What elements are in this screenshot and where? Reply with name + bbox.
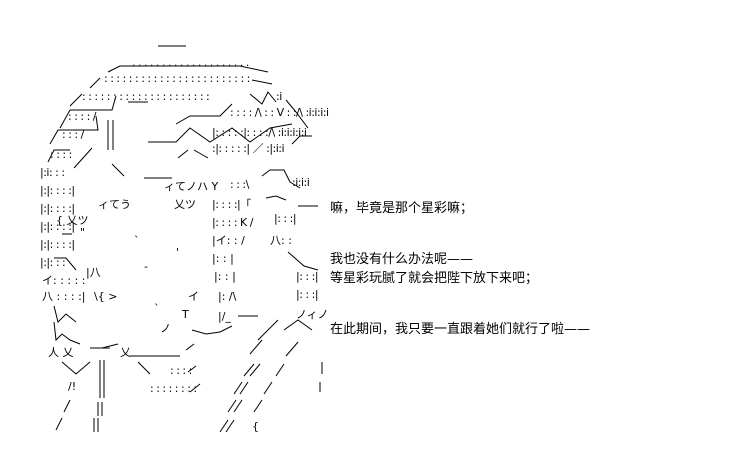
- dialogue-first: 嘛，毕竟是那个星彩嘛； 我也没有什么办法呢——: [330, 166, 473, 302]
- svg-text:: : : :: : : : :: [170, 364, 192, 377]
- svg-text:': ': [176, 246, 179, 259]
- svg-text:: : : : : : : :: : : : : : : : :: [150, 382, 197, 395]
- svg-text:人 乂: 人 乂: [48, 346, 74, 359]
- svg-text::i:i:i: :i:i:i: [292, 176, 310, 189]
- svg-text:": ": [80, 226, 85, 239]
- svg-text:|: : : :|「: |: : : :|「: [212, 198, 251, 211]
- dialogue-second: 等星彩玩腻了就会把陛下放下来吧； 在此期间，我只要一直跟着她们就行了啦——: [330, 236, 590, 372]
- svg-text:|/_: |/_: [218, 310, 231, 323]
- svg-text:: : : : : : : : : : : : : : :: : : : : : : : : : : : : : : : : : : : : …: [104, 72, 250, 85]
- svg-text:`: `: [154, 302, 160, 315]
- svg-text:イ: : : : :: イ: : : : :: [42, 274, 86, 287]
- svg-text:: : : :: : : : :: [50, 148, 72, 161]
- svg-text:八 : : : :|: 八 : : : :|: [42, 290, 86, 303]
- svg-text:-: -: [144, 260, 148, 273]
- svg-text:八: :: 八: :: [270, 234, 292, 247]
- svg-text:|: : : : :|: : : :/\ :i:i:i:i:: |: : : : :|: : : :/\ :i:i:i:i:i: [212, 126, 307, 139]
- svg-text::i: :i: [276, 90, 282, 103]
- svg-text:|: /\: |: /\: [218, 290, 237, 303]
- svg-text:|:|: : :: |:|: : :: [40, 256, 65, 269]
- dialogue-line: 我也没有什么办法呢——: [330, 252, 474, 267]
- svg-text:|: : |: |: : |: [212, 252, 234, 265]
- svg-text:ノィノ: ノィノ: [296, 308, 329, 321]
- svg-text:: : : : /: : : : : /: [68, 110, 97, 123]
- svg-text:|:|: : : :|: |:|: : : :|: [40, 220, 75, 233]
- svg-text:|: : : : K /: |: : : : K /: [212, 216, 254, 229]
- svg-text:|:|: : : :|: |:|: : : :|: [40, 202, 75, 215]
- svg-text:`: `: [134, 234, 140, 247]
- svg-text:ィてう: ィてう: [98, 198, 131, 211]
- svg-text:: : : : /\ : : V : :/\ :i:i:i:: : : : : /\ : : V : :/\ :i:i:i:i: [230, 106, 329, 119]
- svg-text:|: : :|: |: : :|: [296, 288, 318, 301]
- svg-text:: : : : : : : : : : : : : : :: : : : : : : : : : : : : : : : : : : : : …: [82, 90, 209, 103]
- svg-text:|:i: : :: |:i: : :: [40, 166, 65, 179]
- dialogue-line: 嘛，毕竟是那个星彩嘛；: [330, 201, 474, 216]
- svg-text:|: : |: |: : |: [214, 270, 236, 283]
- svg-text:乂ツ: 乂ツ: [174, 198, 196, 211]
- svg-text:イ: イ: [188, 290, 199, 303]
- svg-text:乂: 乂: [120, 346, 131, 359]
- svg-text:\{ >: \{ >: [94, 290, 117, 303]
- svg-text:/!: /!: [68, 380, 76, 393]
- dialogue-line: 在此期间，我只要一直跟着她们就行了啦——: [330, 322, 591, 337]
- svg-text:: : :\: : : :\: [230, 178, 250, 191]
- svg-text::|: : : : :| ／ :|:i:i: :|: : : : :| ／ :|:i:i: [212, 142, 285, 155]
- svg-text:ィてノハ Y: ィてノハ Y: [164, 180, 218, 193]
- svg-text:|: : :|: |: : :|: [296, 270, 318, 283]
- svg-text:: : : /: : : : /: [62, 128, 85, 141]
- svg-text:T: T: [181, 308, 189, 321]
- svg-text:|イ: : /: |イ: : /: [212, 234, 245, 247]
- svg-text:. . . . . . . . . . . . . . .: . . . . . . . . . . . . . . . . . . . .: [132, 56, 249, 69]
- svg-text:|: : :|: |: : :|: [274, 212, 296, 225]
- svg-text:{: {: [252, 420, 259, 433]
- svg-text:|八: |八: [86, 266, 101, 279]
- svg-text:|:|: : : :|: |:|: : : :|: [40, 184, 75, 197]
- svg-text:|:|: : : :|: |:|: : : :|: [40, 238, 75, 251]
- svg-text:ノ: ノ: [160, 322, 171, 335]
- svg-text:{ 乂ツ: { 乂ツ: [56, 214, 89, 227]
- dialogue-line: 等星彩玩腻了就会把陛下放下来吧；: [330, 271, 539, 286]
